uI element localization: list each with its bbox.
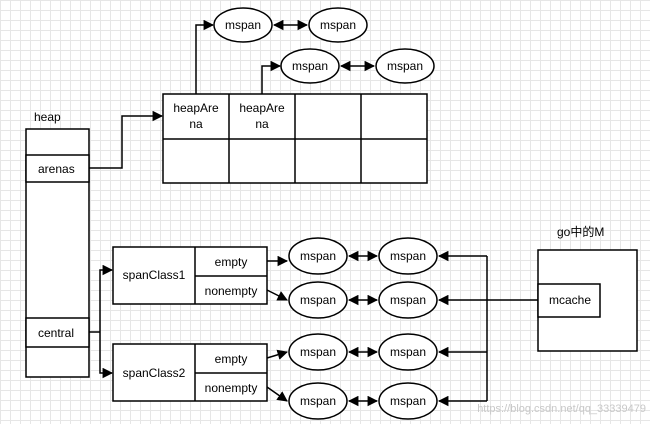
- mspan-label: mspan: [300, 293, 336, 307]
- mspan-label: mspan: [300, 249, 336, 263]
- heaparena-label-2-line2: na: [255, 117, 269, 131]
- mspan-node: mspan: [378, 333, 438, 371]
- mspan-node: mspan: [288, 333, 348, 371]
- mspan-node: mspan: [378, 237, 438, 275]
- mspan-node: mspan: [280, 48, 340, 84]
- heap-arenas-cell: [25, 154, 90, 183]
- heap-central-label: central: [38, 326, 74, 340]
- spanclass-1-label: spanClass1: [123, 268, 186, 282]
- heaparena-label-1-line2: na: [189, 117, 203, 131]
- nonempty-to-mspan-arrow: [266, 289, 288, 301]
- spanclass-2: spanClass2 empty nonempty: [112, 343, 268, 402]
- mspan-label: mspan: [390, 249, 426, 263]
- heap-arenas-label: arenas: [38, 162, 75, 176]
- mspan-label: mspan: [390, 394, 426, 408]
- heaparena-2-to-mspan-arrow: [261, 60, 282, 94]
- heaparena-label-1-line1: heapAre: [173, 101, 219, 115]
- central-to-spanclass2-arrow: [99, 332, 114, 379]
- mspan-label: mspan: [387, 59, 423, 73]
- central-to-spanclass1-arrow: [99, 264, 114, 332]
- mspan-label: mspan: [225, 18, 261, 32]
- mcache-label: mcache: [549, 293, 591, 307]
- mspan-node: mspan: [288, 382, 348, 420]
- mcache-cell: [537, 283, 601, 318]
- heaparena-1-to-mspan-arrow: [195, 19, 215, 94]
- heaparena-label-2-line1: heapAre: [239, 101, 285, 115]
- mspan-node: mspan: [378, 281, 438, 319]
- heaparena-table: heapAre na heapAre na: [162, 93, 428, 184]
- mspan-label: mspan: [300, 345, 336, 359]
- mspan-label: mspan: [390, 293, 426, 307]
- mspan-node: mspan: [288, 237, 348, 275]
- mspan-label: mspan: [320, 18, 356, 32]
- go-m-title: go中的M: [557, 224, 604, 239]
- spanclass-2-empty-label: empty: [215, 352, 248, 366]
- spanclass-1: spanClass1 empty nonempty: [112, 246, 268, 305]
- spanclass-1-empty-label: empty: [215, 255, 248, 269]
- mspan-node: mspan: [288, 281, 348, 319]
- mspan-label: mspan: [390, 345, 426, 359]
- mspan-node: mspan: [375, 48, 435, 84]
- mspan-node: mspan: [308, 7, 368, 43]
- spanclass-2-nonempty-label: nonempty: [205, 381, 258, 395]
- spanclass-1-nonempty-label: nonempty: [205, 284, 258, 298]
- spanclass-2-label: spanClass2: [123, 366, 186, 380]
- empty-to-mspan-arrow: [266, 349, 289, 360]
- watermark-text: https://blog.csdn.net/qq_33339479: [477, 403, 646, 415]
- heap-central-cell: [25, 317, 90, 348]
- mspan-node: mspan: [213, 7, 273, 43]
- arenas-to-heaparena-arrow: [89, 110, 164, 169]
- mspan-label: mspan: [300, 394, 336, 408]
- nonempty-to-mspan-arrow: [266, 386, 288, 402]
- mspan-node: mspan: [378, 382, 438, 420]
- mspan-label: mspan: [292, 59, 328, 73]
- heap-title: heap: [34, 110, 61, 124]
